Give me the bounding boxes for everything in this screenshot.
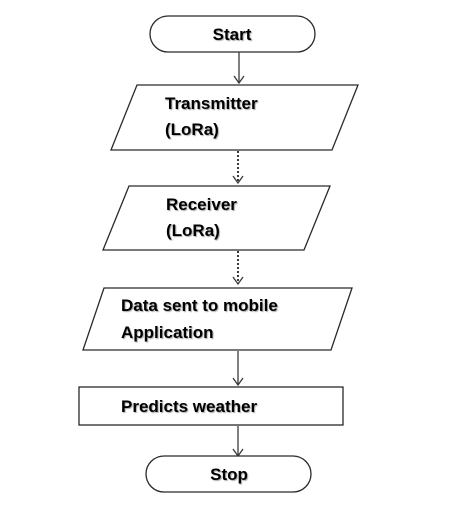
start-label: Start bbox=[213, 25, 252, 44]
predicts-node: Predicts weather bbox=[78, 386, 344, 426]
predicts-label: Predicts weather bbox=[121, 397, 257, 416]
start-node: Start bbox=[149, 15, 316, 53]
connector-receiver-datasent bbox=[232, 251, 244, 286]
start-terminator-shape bbox=[149, 15, 316, 53]
connector-datasent-predicts bbox=[232, 351, 244, 387]
connector-start-transmitter bbox=[233, 52, 245, 85]
predicts-process-shape bbox=[78, 386, 344, 426]
data-sent-label-line2: Application bbox=[121, 323, 214, 342]
receiver-node: Receiver (LoRa) bbox=[102, 185, 331, 251]
arrow-down-icon bbox=[233, 75, 245, 85]
stop-label: Stop bbox=[210, 465, 248, 484]
stop-terminator-shape bbox=[145, 455, 312, 493]
receiver-label-line2: (LoRa) bbox=[166, 221, 220, 240]
data-sent-node: Data sent to mobile Application bbox=[82, 287, 353, 351]
connector-predicts-stop bbox=[232, 426, 244, 458]
connector-transmitter-receiver bbox=[232, 151, 244, 185]
receiver-parallelogram-shape bbox=[102, 185, 331, 251]
data-sent-parallelogram-shape bbox=[82, 287, 353, 351]
receiver-label-line1: Receiver bbox=[166, 195, 237, 214]
transmitter-label-line1: Transmitter bbox=[165, 94, 258, 113]
transmitter-node: Transmitter (LoRa) bbox=[110, 84, 359, 151]
stop-node: Stop bbox=[145, 455, 312, 493]
transmitter-parallelogram-shape bbox=[110, 84, 359, 151]
arrow-down-icon bbox=[232, 175, 244, 185]
arrow-down-icon bbox=[232, 276, 244, 286]
transmitter-label-line2: (LoRa) bbox=[165, 120, 219, 139]
data-sent-label-line1: Data sent to mobile bbox=[121, 296, 278, 315]
arrow-down-icon bbox=[232, 377, 244, 387]
